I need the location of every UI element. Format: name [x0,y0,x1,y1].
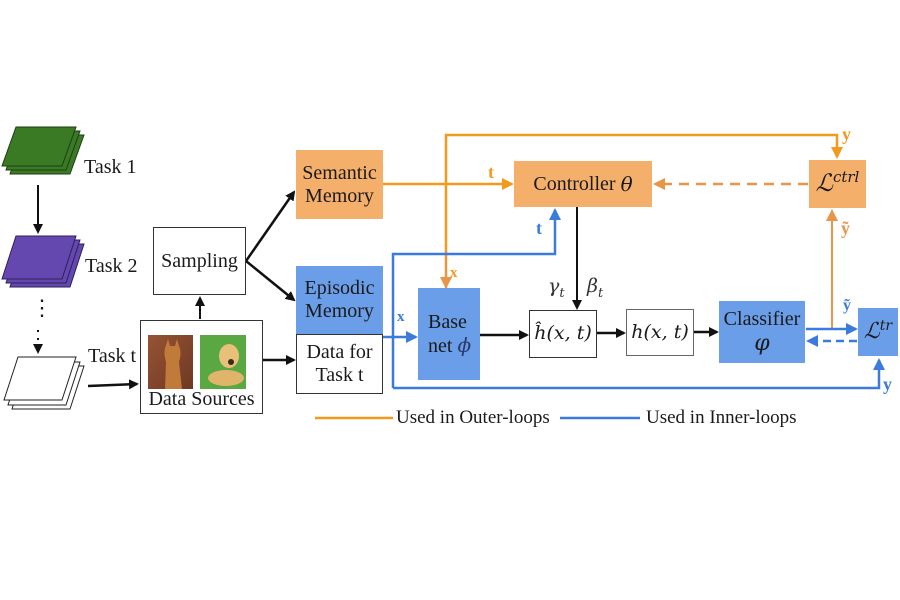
inner-loop-t-line [391,208,561,388]
task-t-stack-icon [3,356,85,410]
data-for-task-line1: Data for [306,341,373,363]
h-label: h(x, t) [631,320,689,343]
edge-label-x-blue: x [397,309,405,325]
classifier-box: Classifier φ [719,301,805,363]
edge-label-t-blue: t [536,218,542,238]
h-box: h(x, t) [626,309,694,356]
episodic-memory-line2: Memory [305,300,374,322]
base-net-line2: net [428,334,453,357]
arrow-sampling-to-episodic [245,260,296,302]
semantic-memory-line2: Memory [305,184,374,207]
beta-label: βt [587,275,604,301]
data-for-task-box: Data for Task t [296,334,383,394]
task-t-label: Task t [88,345,137,367]
sampling-box: Sampling [153,227,246,295]
episodic-memory-box: Episodic Memory [296,266,383,334]
task-1-stack-icon [1,126,85,175]
loss-tr-sup: tr [879,317,893,334]
inner-loop-y-line [393,358,885,390]
controller-box: Controller θ [514,161,652,207]
task-ellipsis: ⋮ [31,295,53,320]
controller-label: Controller [533,172,616,195]
edge-label-y-orange: y [842,124,851,144]
episodic-memory-line1: Episodic [304,277,375,299]
edge-label-ytilde-orange: ỹ [841,218,850,238]
legend-inner-label: Used in Inner-loops [646,407,797,428]
arrow-taskt-to-data-sources [87,379,139,390]
data-sources-label: Data Sources [148,388,255,410]
outer-loop-y-line [444,133,843,289]
dog-image [200,335,246,389]
classifier-symbol: φ [754,330,770,356]
edge-label-x-orange: x [450,265,458,281]
base-net-box: Base net ϕ [418,288,480,380]
edge-label-t-orange: t [488,162,494,182]
edge-label-y-blue: y [883,374,892,394]
loss-ctrl-sup: ctrl [832,168,860,187]
semantic-memory-box: Semantic Memory [296,150,383,219]
h-hat-box: ĥ(x, t) [529,310,597,358]
base-net-line1: Base [428,310,467,333]
cat-image [148,335,193,389]
arrow-sampling-to-semantic [244,190,296,262]
data-for-task-line2: Task t [315,364,364,386]
base-net-symbol: ϕ [457,332,472,357]
sampling-label: Sampling [161,249,238,272]
semantic-memory-line1: Semantic [302,161,377,184]
gamma-label: γt [548,275,565,301]
loss-ctrl-symbol: ℒ [815,169,833,198]
loss-tr-symbol: ℒ [863,319,880,345]
task-1-label: Task 1 [84,156,137,178]
task-2-label: Task 2 [85,255,138,277]
controller-symbol: θ [620,171,633,196]
task-2-stack-icon [1,235,85,288]
h-hat-label: ĥ(x, t) [534,322,592,345]
edge-label-ytilde-blue: ỹ [843,297,851,314]
data-sources-box: Data Sources [140,320,263,414]
legend-outer-label: Used in Outer-loops [396,407,550,428]
classifier-label: Classifier [723,307,801,330]
